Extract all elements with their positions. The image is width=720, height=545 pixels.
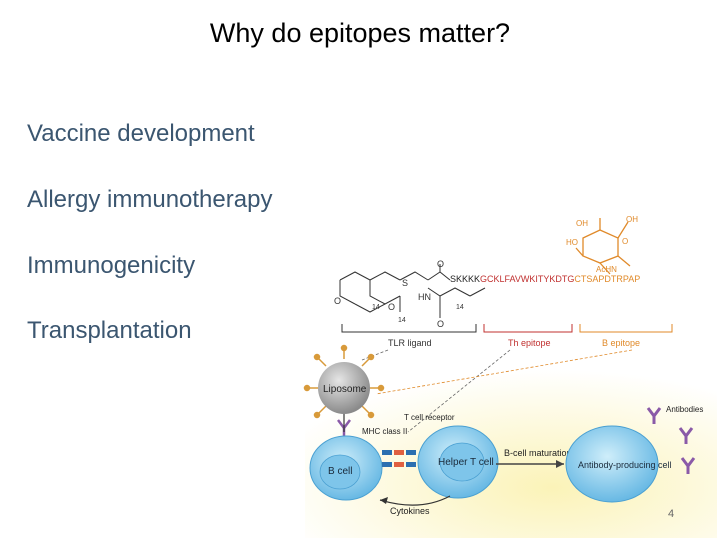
vaccine-construct-figure: OH OH HO O AcHN S HN O O O O 14 14 14 SK… bbox=[300, 200, 720, 540]
chem-label-oh2: OH bbox=[626, 215, 638, 224]
label-th-epitope: Th epitope bbox=[508, 338, 551, 348]
b-cell-nucleus bbox=[319, 454, 361, 490]
guide-line-tlr bbox=[361, 349, 389, 361]
chem-label-o3: O bbox=[437, 259, 444, 269]
cytokines-label: Cytokines bbox=[390, 506, 430, 516]
helper-t-cell-nucleus bbox=[439, 442, 485, 482]
b-epitope-sequence: CTSAPDTRPAP bbox=[574, 274, 640, 284]
cytokine-arrow bbox=[379, 495, 451, 506]
antibodies bbox=[646, 407, 696, 474]
peptide-sequence: SKKKKGCKLFAVWKITYKDTGCTSAPDTRPAP bbox=[450, 274, 640, 284]
chem-label-o4: O bbox=[437, 319, 444, 329]
mhc-tcr-synapse bbox=[382, 450, 416, 467]
chem-label-o2: O bbox=[388, 302, 395, 312]
figure-svg: OH OH HO O AcHN S HN O O O O 14 14 14 SK… bbox=[303, 215, 717, 538]
chem-label-o1: O bbox=[334, 296, 341, 306]
chem-label-achn: AcHN bbox=[596, 265, 617, 274]
cytokine-arrowhead bbox=[380, 497, 388, 504]
slide-title: Why do epitopes matter? bbox=[209, 18, 511, 48]
b-cell-maturation-label: B-cell maturation bbox=[504, 448, 572, 458]
liposome-spikes bbox=[303, 344, 385, 419]
tcr-label: T cell receptor bbox=[404, 413, 455, 422]
guide-line-b bbox=[375, 349, 633, 395]
sugar-structure bbox=[575, 218, 631, 275]
chem-label-14c: 14 bbox=[456, 304, 464, 311]
page-number: 4 bbox=[668, 508, 675, 520]
bullet-immunogenicity: Immunogenicity bbox=[27, 252, 196, 279]
label-tlr-ligand: TLR ligand bbox=[388, 338, 432, 348]
antibody-producing-cell-label: Antibody-producing cell bbox=[578, 460, 672, 470]
liposome bbox=[318, 362, 370, 414]
th-epitope-sequence: GCKLFAVWKITYKDTG bbox=[480, 274, 574, 284]
bullet-vaccine-development: Vaccine development bbox=[27, 120, 255, 147]
chem-label-oh1: OH bbox=[576, 219, 588, 228]
maturation-arrowhead bbox=[556, 460, 564, 468]
chem-label-14a: 14 bbox=[372, 304, 380, 311]
chem-label-14b: 14 bbox=[398, 317, 406, 324]
tlr-bracket bbox=[341, 324, 477, 333]
chem-label-o-ring: O bbox=[622, 237, 628, 246]
helper-t-cell-label: Helper T cell bbox=[438, 457, 494, 468]
bullet-allergy-immunotherapy: Allergy immunotherapy bbox=[27, 186, 273, 213]
chem-label-s: S bbox=[402, 278, 408, 288]
label-b-epitope: B epitope bbox=[602, 338, 640, 348]
sequence-prefix: SKKKK bbox=[450, 274, 480, 284]
guide-line-th bbox=[407, 349, 511, 433]
mhc-label: MHC class II bbox=[362, 427, 407, 436]
antibody-producing-cell bbox=[565, 425, 659, 503]
antibodies-label: Antibodies bbox=[666, 405, 703, 414]
b-bracket bbox=[579, 324, 673, 333]
th-bracket bbox=[483, 324, 573, 333]
bullet-transplantation: Transplantation bbox=[27, 317, 192, 344]
b-cell-label: B cell bbox=[328, 466, 352, 477]
chem-label-hn: HN bbox=[418, 292, 431, 302]
liposome-label: Liposome bbox=[323, 384, 367, 395]
chem-label-ho: HO bbox=[566, 238, 578, 247]
lipid-skeleton bbox=[339, 264, 486, 318]
